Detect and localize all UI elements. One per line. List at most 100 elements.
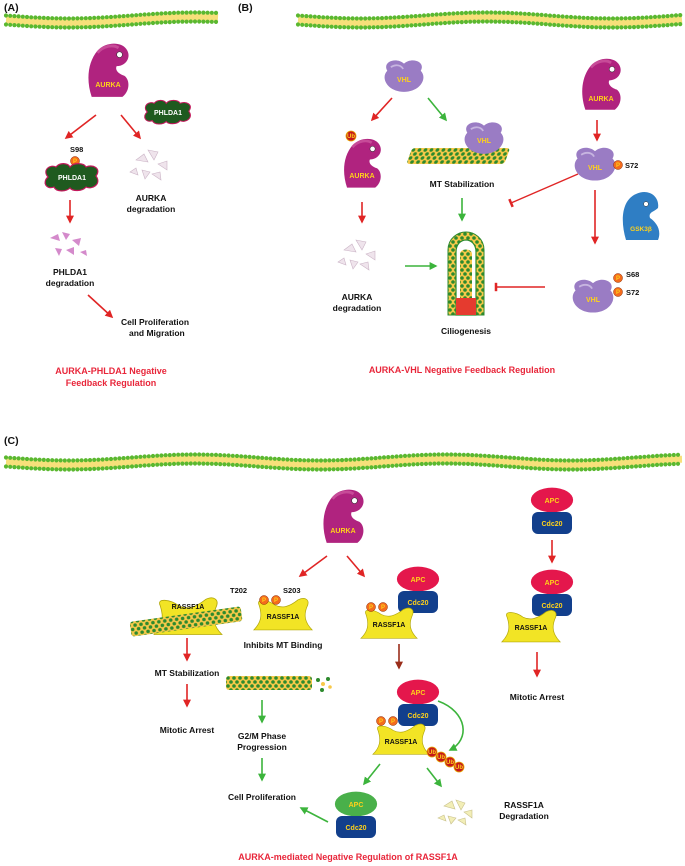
inhibits-mt-label: Inhibits MT Binding xyxy=(244,640,323,650)
p-label: P xyxy=(381,605,385,611)
p-label: P xyxy=(616,163,620,169)
gsk3b-protein: GSK3β xyxy=(622,191,660,240)
site-t202: T202 xyxy=(230,586,247,595)
apc-complex-upper: APC Cdc20 RASSF1A xyxy=(360,566,440,639)
membrane-bilayer xyxy=(3,10,219,30)
p-label: P xyxy=(616,290,620,296)
caption-a-line1: AURKA-PHLDA1 Negative xyxy=(55,366,167,376)
apc-green-complex: APC Cdc20 xyxy=(334,791,378,838)
panel-a-label: (A) xyxy=(4,2,19,14)
aurka-right-protein: AURKA xyxy=(580,57,623,112)
vhl-s72-label: VHL xyxy=(588,165,603,172)
mitotic-left-label: Mitotic Arrest xyxy=(160,725,215,735)
mt-stab-c-label: MT Stabilization xyxy=(155,668,220,678)
arrow-to-rassf-degradation xyxy=(426,767,442,788)
arrow-aurka-to-apc-complex xyxy=(346,555,366,578)
p-label: P xyxy=(262,598,266,604)
apc-complex-lower: APC Cdc20 RASSF1A xyxy=(372,679,440,755)
rassf-right-label: RASSF1A xyxy=(515,625,548,632)
vhl-mt-label: VHL xyxy=(477,138,492,145)
apc-cdc20-right-top: APC Cdc20 xyxy=(530,487,574,534)
arrow-apc-to-prolif xyxy=(299,807,329,823)
outcome-line1: Cell Proliferation xyxy=(121,317,189,327)
aurka-ub-protein: AURKA xyxy=(342,137,383,190)
rassf-apc-label: RASSF1A xyxy=(385,739,418,746)
aurka-c-label: AURKA xyxy=(330,528,355,535)
aurka-degradation-line2: degradation xyxy=(127,204,176,214)
p-label: P xyxy=(616,276,620,282)
p-label: P xyxy=(73,159,77,165)
p-label: P xyxy=(379,719,383,725)
rassf-apc-label: RASSF1A xyxy=(373,622,406,629)
vhl-top-protein: VHL xyxy=(383,59,425,93)
apc-label: APC xyxy=(411,690,426,697)
ubiquitin-chain: Ub Ub Ub Ub xyxy=(426,746,465,773)
p-label: P xyxy=(391,719,395,725)
arrow-vhl-to-ub-aurka xyxy=(370,97,393,122)
cdc20-right-label: Cdc20 xyxy=(541,521,562,528)
phosphate-s68: P xyxy=(613,273,623,283)
site-s98: S98 xyxy=(70,145,83,154)
phlda1-degradation-line2: degradation xyxy=(46,278,95,288)
apc-right-label: APC xyxy=(545,498,560,505)
ub-label: Ub xyxy=(446,760,454,766)
phlda1-bound-label: PHLDA1 xyxy=(58,175,86,182)
cell-prolif-label: Cell Proliferation xyxy=(228,792,296,802)
outcome-line2: and Migration xyxy=(129,328,185,338)
aurka-b-degradation-line1: AURKA xyxy=(342,292,373,302)
rassf-degradation-line2: Degradation xyxy=(499,811,549,821)
arrow-vhl-to-mt xyxy=(427,97,448,122)
vhl-top-label: VHL xyxy=(397,77,412,84)
cilium xyxy=(447,231,485,316)
rassf-p-label: RASSF1A xyxy=(267,614,300,621)
site-s72: S72 xyxy=(625,161,638,170)
mt-stabilization-label: MT Stabilization xyxy=(430,179,495,189)
rassf-degradation-line1: RASSF1A xyxy=(504,800,544,810)
mt-stabilized-vhl: VHL xyxy=(407,121,510,164)
phosphate-t202: P xyxy=(259,595,269,605)
site-s203: S203 xyxy=(283,586,301,595)
phlda1-fragments xyxy=(50,232,87,256)
membrane-bilayer xyxy=(295,10,683,30)
arrow-ubiquitination-loop xyxy=(437,700,464,751)
gsk3b-label: GSK3β xyxy=(630,226,652,233)
arrow-aurka-to-phlda1 xyxy=(64,114,97,139)
apc-right-label: APC xyxy=(545,580,560,587)
aurka-b-fragments xyxy=(337,239,376,271)
ub-label: Ub xyxy=(437,755,445,761)
rassf1a-fragments xyxy=(437,799,473,826)
vhl-double-label: VHL xyxy=(586,297,601,304)
aurka-right-label: AURKA xyxy=(588,96,613,103)
aurka-c-protein: AURKA xyxy=(321,488,366,545)
g2m-line1: G2/M Phase xyxy=(238,731,286,741)
caption-b: AURKA-VHL Negative Feedback Regulation xyxy=(369,365,555,375)
ub-label: Ub xyxy=(455,765,463,771)
phlda1-degradation-line1: PHLDA1 xyxy=(53,267,87,277)
phosphate-s72: P xyxy=(613,160,623,170)
depolymerizing-mt xyxy=(226,676,332,692)
caption-a-line2: Feedback Regulation xyxy=(66,378,157,388)
aurka-degradation-line1: AURKA xyxy=(136,193,167,203)
aurka-b-degradation-line2: degradation xyxy=(333,303,382,313)
caption-c: AURKA-mediated Negative Regulation of RA… xyxy=(238,852,458,862)
panel-c-label: (C) xyxy=(4,435,19,447)
aurka-label: AURKA xyxy=(95,82,120,89)
cdc20-green-label: Cdc20 xyxy=(345,825,366,832)
phosphate-s72b: P xyxy=(613,287,623,297)
ub-label: Ub xyxy=(347,134,355,140)
aurka-fragments xyxy=(129,149,168,181)
arrow-aurka-to-rassf-p xyxy=(298,555,328,577)
cdc20-right-label: Cdc20 xyxy=(541,603,562,610)
site-s72b: S72 xyxy=(626,288,639,297)
ciliogenesis-label: Ciliogenesis xyxy=(441,326,491,336)
phosphate-upper: P P xyxy=(366,602,388,612)
arrow-to-proliferation xyxy=(87,294,114,319)
phosphate-lower: P P xyxy=(376,716,398,726)
vhl-s72-protein: VHL xyxy=(573,146,617,182)
aurka-protein: AURKA xyxy=(86,42,131,99)
phosphate-s203: P xyxy=(271,595,281,605)
inhibit-vhl-to-mt xyxy=(508,173,579,208)
rassf1a-on-mt: RASSF1A xyxy=(129,597,243,637)
phlda1-phospho-protein: PHLDA1 xyxy=(44,163,99,192)
